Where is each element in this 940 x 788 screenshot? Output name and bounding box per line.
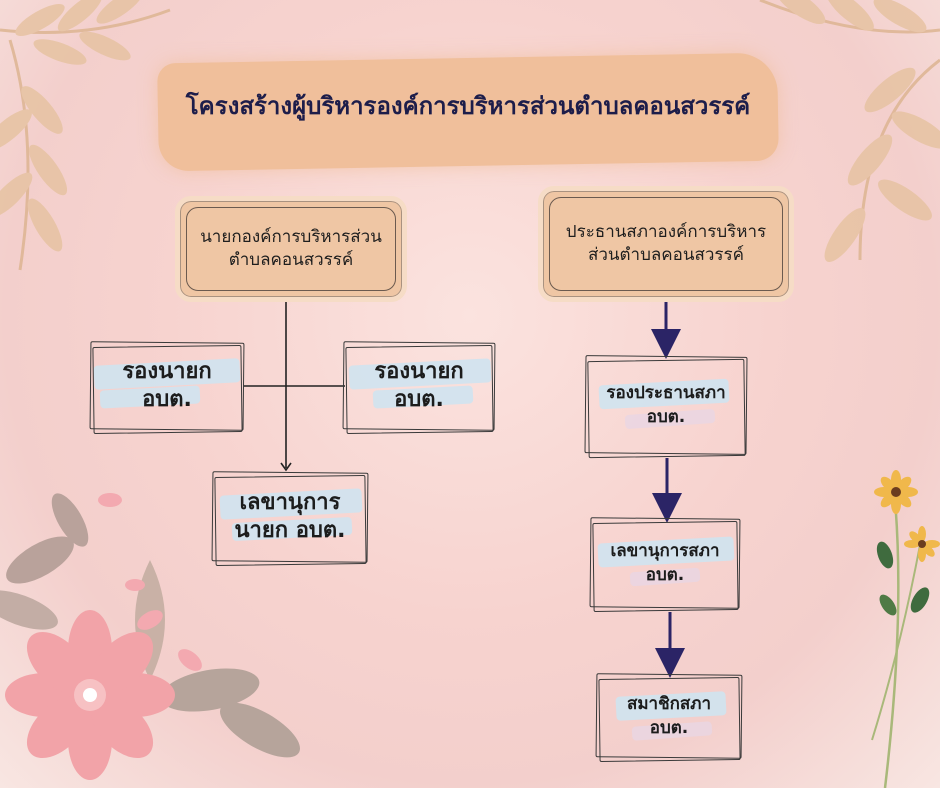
mayor-secretary-box: เลขานุการ นายก อบต.: [211, 471, 369, 567]
mayor-secretary-line2: นายก อบต.: [234, 518, 346, 543]
council-president-label-line2: ส่วนตำบลคอนสวรรค์: [587, 245, 745, 265]
mayor-label-line2: ตำบลคอนสวรรค์: [228, 250, 354, 270]
mayor-box: นายกองค์การบริหารส่วน ตำบลคอนสวรรค์: [175, 196, 407, 302]
council-member-box: สมาชิกสภา อบต.: [595, 673, 743, 762]
council-secretary-line2: อบต.: [645, 565, 685, 585]
deputy-mayor-box-1: รองนายก อบต.: [89, 341, 245, 435]
right-arrows: [651, 298, 685, 678]
leaf-branch-top-left: [0, 0, 171, 271]
deputy-mayor-box-2: รองนายก อบต.: [342, 341, 496, 435]
vice-speaker-box: รองประธานสภา อบต.: [584, 355, 748, 459]
deputy-mayor-2-line2: อบต.: [394, 387, 444, 412]
deputy-mayor-2-line1: รองนายก: [374, 359, 464, 384]
flower-cluster-bottom-left: [0, 493, 300, 780]
council-member-line2: อบต.: [649, 718, 689, 738]
vice-speaker-line1: รองประธานสภา: [606, 383, 726, 403]
deputy-mayor-1-line2: อบต.: [142, 387, 192, 412]
council-president-box: ประธานสภาองค์การบริหาร ส่วนตำบลคอนสวรรค์: [538, 186, 794, 302]
mayor-secretary-line1: เลขานุการ: [239, 490, 341, 515]
deputy-mayor-1-line1: รองนายก: [122, 359, 212, 384]
council-president-label-line1: ประธานสภาองค์การบริหาร: [565, 222, 767, 242]
council-secretary-line1: เลขานุการสภา: [610, 541, 720, 561]
leaf-branch-top-right: [759, 0, 940, 262]
page-title: โครงสร้างผู้บริหารองค์การบริหารส่วนตำบลค…: [185, 92, 751, 120]
mayor-label-line1: นายกองค์การบริหารส่วน: [200, 227, 382, 247]
left-connectors: [244, 284, 345, 472]
council-secretary-box: เลขานุการสภา อบต.: [589, 517, 741, 613]
vice-speaker-line2: อบต.: [646, 407, 686, 427]
council-member-line1: สมาชิกสภา: [626, 694, 712, 714]
flower-stem-bottom-right: [871, 470, 940, 788]
